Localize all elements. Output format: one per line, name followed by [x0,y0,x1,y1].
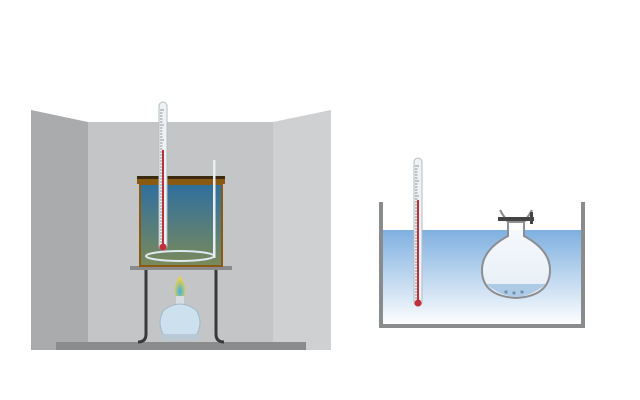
thermometer-liquid [417,200,419,303]
thermometer-scale [160,109,164,243]
tank-walls [379,202,585,328]
round-bottom-flask [480,209,552,300]
stand-top-plate [130,266,232,270]
stand-right-leg [214,270,225,344]
stirring-rod [213,160,216,258]
alcohol-lamp [159,276,201,340]
flask-body [480,221,552,300]
thermometer-bulb [414,299,422,307]
booth-left-wall [31,110,88,350]
left-thermometer [158,101,168,251]
booth-floor [56,342,306,350]
flask-liquid [486,284,546,297]
thermometer-liquid [162,150,164,246]
lamp-base [162,334,198,340]
beaker-lid [137,176,225,184]
flask-stopcock-valve [498,217,534,221]
lamp-wick-holder [176,296,184,304]
beaker-lid-top [137,176,225,179]
booth-right-wall [273,110,331,350]
stand-left-leg [137,270,148,344]
thermometer-bulb [159,243,167,251]
right-thermometer [413,157,423,307]
lamp-flame [174,276,186,298]
beaker [137,160,225,267]
tripod-stand [130,266,232,344]
thermometer-scale [415,165,419,299]
lamp-body [159,303,201,337]
